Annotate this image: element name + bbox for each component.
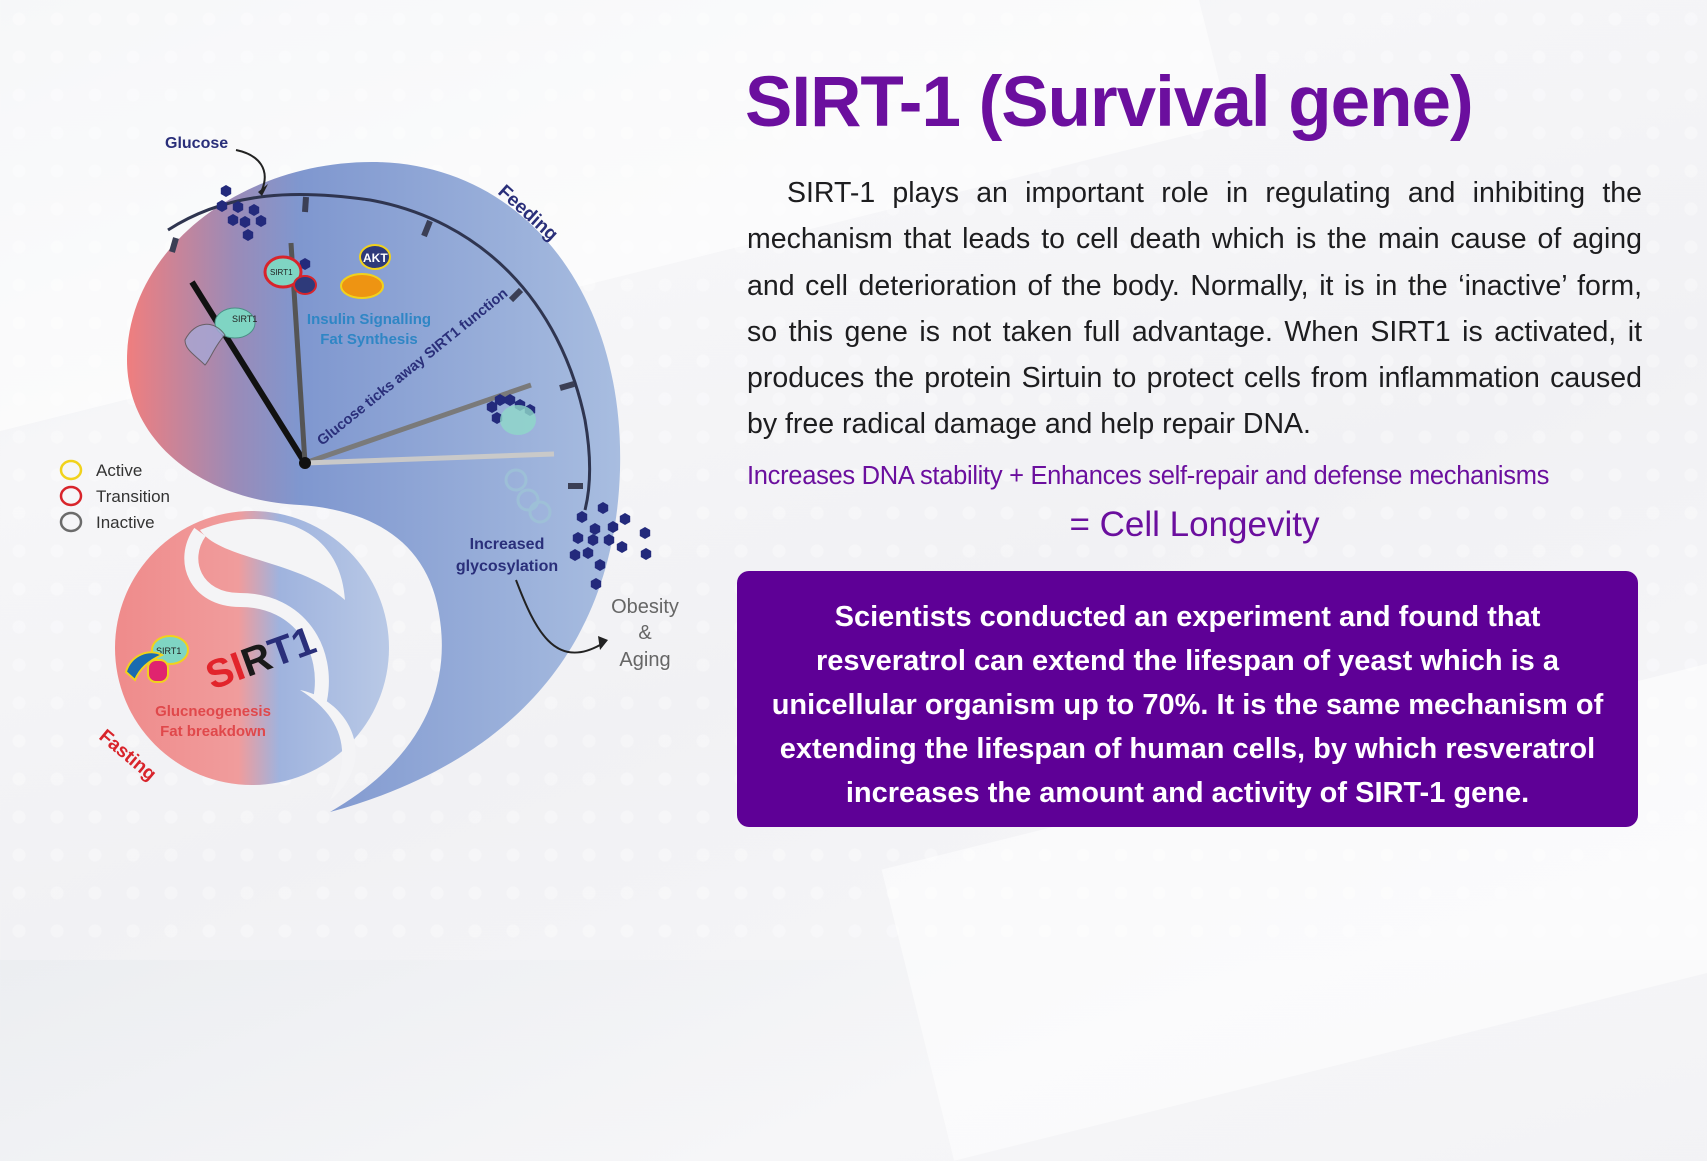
glucose-molecule [572,532,584,544]
longevity-line: = Cell Longevity [1069,505,1320,544]
protein-label: SIRT1 [270,268,293,277]
glucose-molecule [640,548,652,560]
protein-label: SIRT1 [232,314,257,324]
akt-label: AKT [363,251,388,265]
glucose-molecule [603,534,615,546]
glucose-molecule [590,578,602,590]
fat-breakdown-label: Fat breakdown [160,723,266,740]
glucose-molecule [569,549,581,561]
akt-small [293,275,317,295]
sirt1-clock-diagram: SIRT1 SIRT1 AKT SIRT1 Glucose Feeding Fa… [59,135,679,812]
description-paragraph: SIRT-1 plays an important role in regula… [747,170,1642,448]
sirt1-protein-transition [263,255,303,289]
and-label: & [638,622,652,644]
clock-tick [169,237,179,253]
clock-arc [167,192,591,511]
glucose-molecule [494,394,506,406]
glycosylation-label: Increased [470,536,545,553]
glucneogenesis-label: Glucneogenesis [155,703,271,720]
paragraph-text: SIRT-1 plays an important role in regula… [747,177,1642,441]
benefits-line: Increases DNA stability + Enhances self-… [747,462,1550,490]
glucose-molecule [619,513,631,525]
glucose-label: Glucose [165,135,228,152]
resveratrol-callout: Scientists conducted an experiment and f… [737,571,1638,827]
protein-label: SIRT1 [156,646,181,656]
pink-protein [147,659,169,683]
glucose-molecule [582,547,594,559]
hand-light [304,451,555,466]
obesity-arrow [515,579,601,654]
hand-grey-2 [304,382,532,466]
glucose-molecule [607,521,619,533]
glucose-molecule [639,527,651,539]
glucose-molecule [299,258,311,270]
legend-inactive-icon [59,511,83,533]
inactive-partner [184,323,226,366]
blue-partner [124,651,165,682]
legend-label: Active [96,461,142,480]
glucose-molecule [594,559,606,571]
swirl-white-2 [300,690,356,800]
glucose-molecule [232,201,244,213]
legend-label: Inactive [96,513,155,532]
glycosylation-label-2: glycosylation [456,558,558,575]
glucose-molecule [239,216,251,228]
glucose-molecule [587,534,599,546]
clock-tick [559,381,575,391]
glucose-molecule [248,204,260,216]
faded-sirt1 [504,468,552,524]
page-title: SIRT-1 (Survival gene) [745,63,1474,142]
sirt1-protein-inactive [500,405,536,435]
legend-active-icon [59,459,83,481]
legend-label: Transition [96,487,170,506]
aging-label: Aging [619,649,670,671]
glucose-molecule [616,541,628,553]
glucose-molecule [597,502,609,514]
fat-synthesis-label: Fat Synthesis [320,331,418,348]
glucose-molecule [491,412,503,424]
glucose-molecule [255,215,267,227]
clock-center [299,457,311,469]
swirl-white [200,518,345,600]
glucose-molecule [486,401,498,413]
akt-protein [359,244,391,270]
glucose-molecule [504,394,516,406]
legend-transition-icon [59,485,83,507]
sirt1-protein-fasting [151,635,189,665]
glucose-arrow [235,149,266,191]
orange-protein [340,273,384,299]
sirt1-protein-active [214,307,256,339]
clock-tick [508,287,524,303]
insulin-label: Insulin Signalling [307,311,431,328]
glucose-molecule [216,200,228,212]
glucose-molecule [576,511,588,523]
clock-tick [302,196,309,213]
glucose-molecule [220,185,232,197]
glucose-molecule [242,229,254,241]
hand-black [189,280,308,465]
clock-tick [421,219,433,238]
glucose-molecule [227,214,239,226]
obesity-label: Obesity [611,596,679,618]
glucose-molecule [589,523,601,535]
